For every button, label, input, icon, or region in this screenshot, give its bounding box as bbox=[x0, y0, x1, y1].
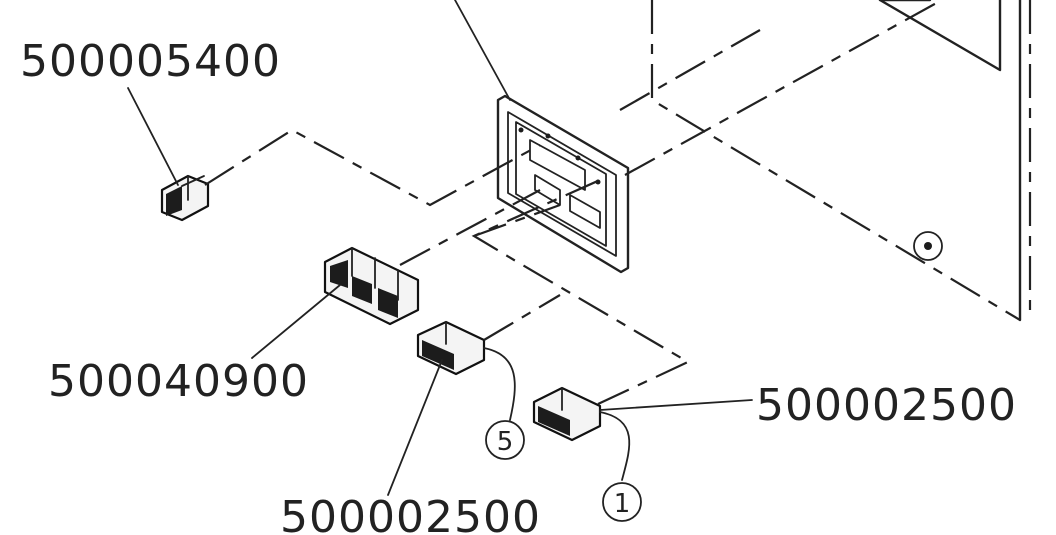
callout-5: 5 bbox=[485, 420, 525, 460]
connector-right bbox=[532, 386, 602, 442]
assembly-line-plate-cabinet bbox=[624, 0, 945, 176]
wire-left bbox=[483, 347, 516, 421]
assembly-line-cabinet-top bbox=[619, 29, 761, 111]
assembly-line-connector-right bbox=[471, 178, 691, 405]
callout-1: 1 bbox=[602, 482, 642, 522]
leader-plate bbox=[454, 0, 511, 101]
leader-500002500-right bbox=[599, 399, 753, 411]
part-label-500005400: 500005400 bbox=[20, 36, 281, 87]
wire-right bbox=[599, 411, 631, 481]
switch-single bbox=[160, 174, 210, 222]
assembly-line-switch-bank bbox=[399, 189, 541, 266]
leader-500005400 bbox=[127, 87, 179, 186]
assembly-line-bank-lower bbox=[473, 203, 561, 238]
callout-5-text: 5 bbox=[497, 427, 514, 457]
assembly-line-switch-single bbox=[204, 128, 541, 207]
part-label-500002500-left: 500002500 bbox=[280, 492, 541, 535]
assembly-line-connector-left bbox=[483, 294, 561, 341]
connector-left bbox=[416, 320, 486, 376]
switch-bank bbox=[323, 246, 420, 326]
callout-1-text: 1 bbox=[614, 489, 631, 519]
cabinet-panel bbox=[650, 0, 1032, 322]
leader-500002500-left bbox=[387, 359, 443, 496]
part-label-500040900: 500040900 bbox=[48, 356, 309, 407]
part-label-500002500-right: 500002500 bbox=[756, 380, 1017, 431]
mounting-plate bbox=[496, 94, 630, 274]
leader-500040900 bbox=[251, 284, 341, 359]
